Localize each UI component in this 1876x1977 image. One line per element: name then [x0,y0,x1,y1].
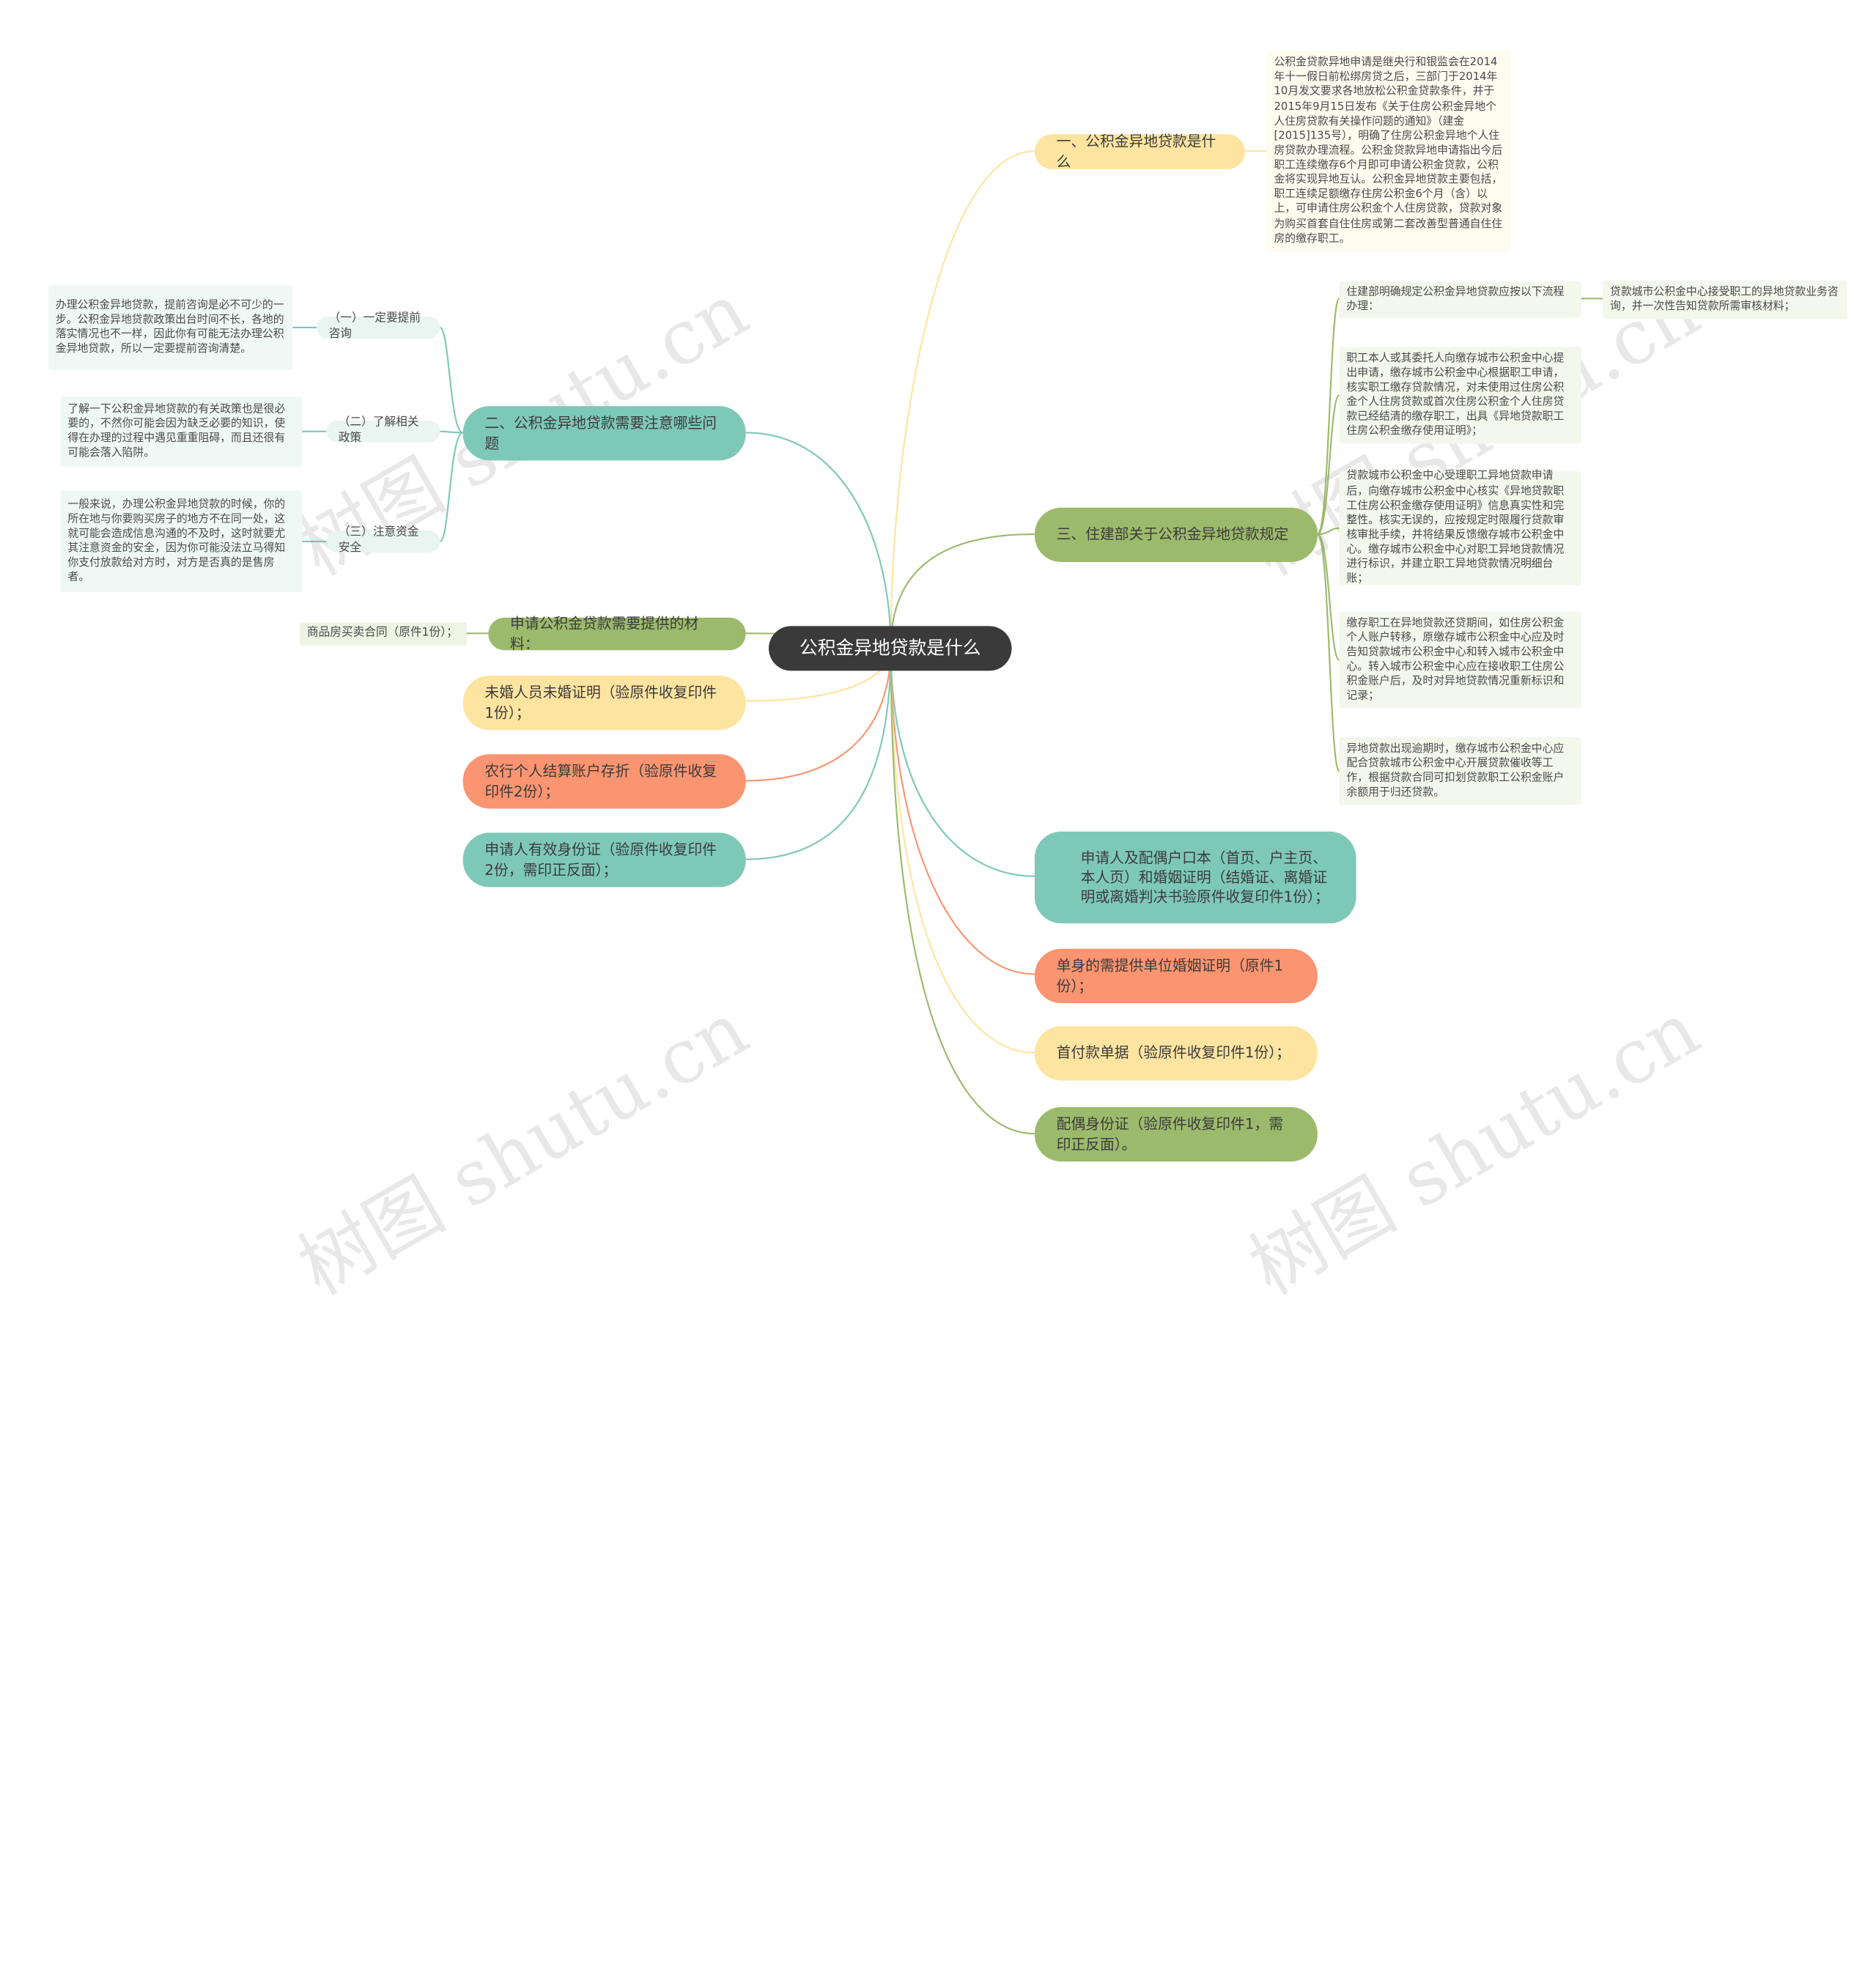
branch-what-is[interactable]: 一、公积金异地贷款是什么 [1034,133,1245,170]
regulation-step-4: 缴存职工在异地贷款还贷期间，如住房公积金个人账户转移，原缴存城市公积金中心应及时… [1339,611,1581,709]
branch-precautions[interactable]: 二、公积金异地贷款需要注意哪些问题 [462,406,746,461]
regulation-step-sub: 贷款城市公积金中心接受职工的异地贷款业务咨询，并一次性告知贷款所需审核材料； [1603,280,1847,319]
edge-b3-step5 [1316,533,1340,772]
material-down-payment[interactable]: 首付款单据（验原件收复印件1份）； [1034,1026,1318,1081]
edge-b2-tag2 [440,430,463,434]
edge-b3-step2 [1316,394,1340,536]
tag-consult-early[interactable]: （一）一定要提前咨询 [317,312,440,341]
edge-root-b1 [890,150,1035,648]
edge-root-household [890,648,1035,877]
edge-b2-tag3 [439,432,464,543]
branch-regulation[interactable]: 三、住建部关于公积金异地贷款规定 [1034,507,1318,562]
connector-lines [292,150,1603,1135]
note-know-policy: 了解一下公积金异地贷款的有关政策也是很必要的，不然你可能会因为缺乏必要的知识，使… [60,396,303,467]
material-spouse-id[interactable]: 配偶身份证（验原件收复印件1，需印正反面）。 [1034,1106,1318,1162]
material-single-proof[interactable]: 单身的需提供单位婚姻证明（原件1份）； [1034,948,1318,1004]
regulation-step-1: 住建部明确规定公积金异地贷款应按以下流程办理： [1339,281,1581,318]
edge-b3-step3 [1317,527,1340,536]
regulation-step-2: 职工本人或其委托人向缴存城市公积金中心提出申请，缴存城市公积金中心根据职工申请，… [1339,347,1581,444]
edge-b2-tag1 [439,326,464,434]
regulation-step-5: 异地贷款出现逾期时，缴存城市公积金中心应配合贷款城市公积金中心开展贷款催收等工作… [1339,737,1581,805]
branch-required-materials[interactable]: 申请公积金贷款需要提供的材料： [488,616,746,652]
material-bank-passbook[interactable]: 农行个人结算账户存折（验原件收复印件2份）； [462,754,746,809]
edge-b3-step1 [1316,298,1340,536]
edge-root-b3 [890,533,1035,648]
material-unmarried-proof[interactable]: 未婚人员未婚证明（验原件收复印件1份）； [462,676,746,731]
note-fund-safety: 一般来说，办理公积金异地贷款的时候，你的所在地与你要购买房子的地方不在同一处，这… [60,490,303,593]
edge-root-downpayment [890,648,1035,1054]
edge-root-idcard [745,648,892,860]
edge-root-single [890,648,1035,975]
note-consult-early: 办理公积金异地贷款，提前咨询是必不可少的一步。公积金异地贷款政策出台时间不长，各… [48,285,293,370]
edge-root-bankbook [745,648,892,782]
material-household-register[interactable]: 申请人及配偶户口本（首页、户主页、本人页）和婚姻证明（结婚证、离婚证明或离婚判决… [1034,831,1356,924]
material-purchase-contract: 商品房买卖合同（原件1份）； [300,622,467,646]
tag-know-policy[interactable]: （二）了解相关政策 [326,416,440,445]
root-node[interactable]: 公积金异地贷款是什么 [769,626,1012,671]
edge-root-spouseid [890,648,1035,1135]
note-what-is: 公积金贷款异地申请是继央行和银监会在2014年十一假日前松绑房贷之后，三部门于2… [1266,51,1511,252]
edge-root-b2 [745,432,892,648]
material-applicant-id[interactable]: 申请人有效身份证（验原件收复印件2份，需印正反面）； [462,832,746,887]
regulation-step-3: 贷款城市公积金中心受理职工异地贷款申请后，向缴存城市公积金中心核实《异地贷款职工… [1339,470,1581,585]
edge-b3-step4 [1317,533,1340,661]
tag-fund-safety[interactable]: （三）注意资金安全 [326,526,440,555]
